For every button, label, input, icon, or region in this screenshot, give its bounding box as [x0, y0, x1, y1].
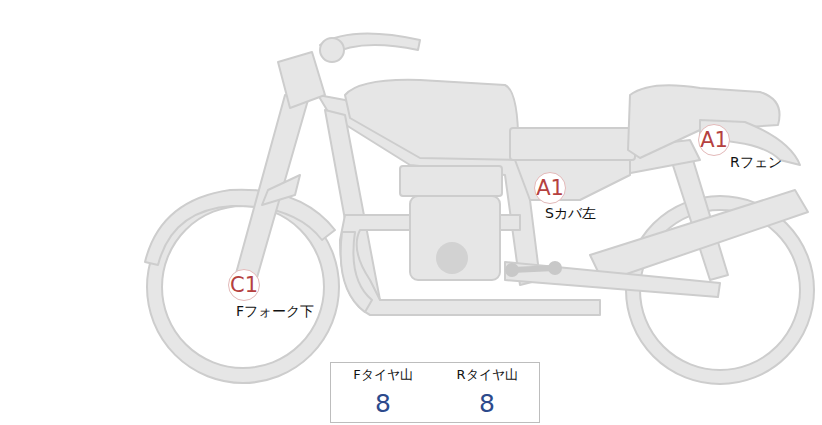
table-value: 8 [331, 386, 435, 422]
table-value: 8 [435, 386, 539, 422]
callout-marker: C1Fフォーク下 [228, 269, 260, 301]
tire-table: Fタイヤ山Rタイヤ山88 [330, 362, 540, 423]
callout-number: C1 [228, 269, 260, 301]
callout-marker: A1Rフェン [698, 124, 730, 156]
table-header: Rタイヤ山 [435, 363, 539, 386]
table-header: Fタイヤ山 [331, 363, 435, 386]
part-name: Rフェン [730, 154, 782, 172]
callout-number: A1 [698, 124, 730, 156]
part-name: Fフォーク下 [236, 303, 314, 321]
callout-marker: A1Sカバ左 [534, 172, 566, 204]
callout-number: A1 [534, 172, 566, 204]
part-name: Sカバ左 [545, 205, 596, 223]
